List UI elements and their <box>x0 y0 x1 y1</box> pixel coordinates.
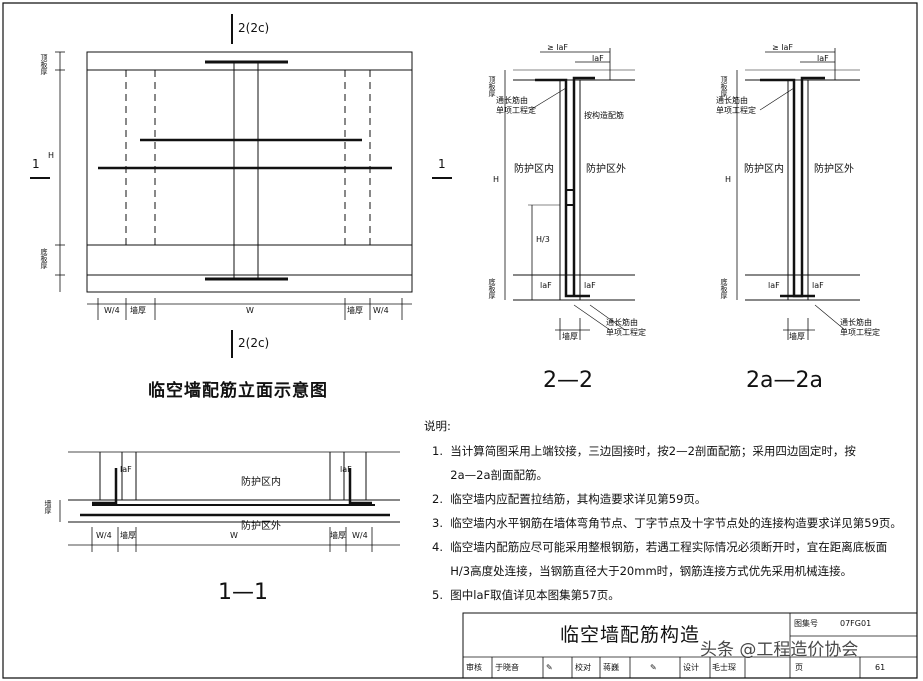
note-line: 3. 临空墙内水平钢筋在墙体弯角节点、丁字节点及十字节点处的连接构造要求详见第5… <box>432 516 902 530</box>
s22-through-bar-note: 通长筋由 单项工程定 <box>496 96 536 116</box>
s22-outside-label: 防护区外 <box>586 164 626 175</box>
elevation-caption: 临空墙配筋立面示意图 <box>148 381 328 401</box>
review-signature: ✎ <box>546 663 553 672</box>
page-label: 页 <box>795 663 803 672</box>
s22-height-label: H <box>493 175 500 184</box>
cut-mark-right: 1 <box>438 157 446 171</box>
plan-lap-left: laF <box>120 465 132 474</box>
note-line: H/3高度处连接，当钢筋直径大于20mm时，钢筋连接方式优先采用机械连接。 <box>432 564 853 578</box>
elev-top-beam-label: 顶板厚 <box>40 54 48 75</box>
s2a-lap-top: ≥ laF <box>772 43 793 52</box>
section-mark-top: 2(2c) <box>238 21 270 35</box>
title-block-frame <box>463 613 917 678</box>
s2a-title: 2a—2a <box>746 368 823 393</box>
s2a-inside-label: 防护区内 <box>744 164 784 175</box>
notes-list: 1. 当计算简图采用上端铰接，三边固接时，按2—2剖面配筋；采用四边固定时，按 … <box>424 443 919 603</box>
plan-dim-w4-left: W/4 <box>96 531 112 540</box>
elev-dim-w4-left: W/4 <box>104 306 120 315</box>
s2a-bottom-note: 通长筋由 单项工程定 <box>840 318 880 338</box>
plan-lap-right: laF <box>340 465 352 474</box>
note-line: 5. 图中laF取值详见本图集第57页。 <box>432 588 620 602</box>
s2a-outside-label: 防护区外 <box>814 164 854 175</box>
atlas-number: 07FG01 <box>840 619 872 628</box>
s22-bottom-note: 通长筋由 单项工程定 <box>606 318 646 338</box>
note-line: 4. 临空墙内配筋应尽可能采用整根钢筋，若遇工程实际情况必须断开时，宜在距离底板… <box>432 540 888 554</box>
review-name: 于晓音 <box>495 663 519 672</box>
s2a-height-label: H <box>725 175 732 184</box>
atlas-number-label: 图集号 <box>794 619 818 628</box>
check-signature: ✎ <box>650 663 657 672</box>
s22-h3-label: H/3 <box>536 235 550 244</box>
s2a-wall-label: 墙厚 <box>789 332 805 341</box>
elev-dim-w: W <box>246 306 254 315</box>
elevation-drawing <box>30 14 452 358</box>
elev-bottom-beam-label: 底板厚 <box>40 248 48 269</box>
s22-top-slab: 顶板厚 <box>488 76 496 97</box>
note-line: 1. 当计算简图采用上端铰接，三边固接时，按2—2剖面配筋；采用四边固定时，按 <box>432 444 856 458</box>
section-2a-2a-drawing <box>737 48 860 340</box>
elev-dim-w4-right: W/4 <box>373 306 389 315</box>
s22-title: 2—2 <box>543 368 593 393</box>
notes-heading: 说明: <box>424 419 451 433</box>
drawing-title: 临空墙配筋构造 <box>560 624 701 646</box>
plan-title: 1—1 <box>218 580 268 605</box>
plan-1-1-drawing <box>60 452 400 552</box>
s22-tie-bar-note: 按构造配筋 <box>584 111 624 120</box>
elev-dim-wall-right: 墙厚 <box>347 306 363 315</box>
cut-mark-left: 1 <box>32 157 40 171</box>
s2a-lap-short: laF <box>817 54 829 63</box>
s22-lap-bottom-left: laF <box>540 281 552 290</box>
elev-height-label: H <box>48 151 55 160</box>
plan-inside-label: 防护区内 <box>241 477 281 488</box>
notes-block: 说明: 1. 当计算简图采用上端铰接，三边固接时，按2—2剖面配筋；采用四边固定… <box>424 418 919 611</box>
design-name: 毛士琛 <box>712 663 736 672</box>
plan-dim-w: W <box>230 531 238 540</box>
s2a-lap-bottom-left: laF <box>768 281 780 290</box>
plan-wall-thickness: 墙厚 <box>44 500 52 514</box>
section-mark-bottom: 2(2c) <box>238 336 270 350</box>
s22-bottom-slab: 底板厚 <box>488 278 496 299</box>
watermark: 头条 @工程造价协会 <box>700 640 859 660</box>
section-2-2-drawing <box>505 48 635 340</box>
elev-dim-wall-left: 墙厚 <box>130 306 146 315</box>
plan-dim-wall-left: 墙厚 <box>120 531 136 540</box>
s2a-lap-bottom-right: laF <box>812 281 824 290</box>
check-name: 蒋巍 <box>603 663 619 672</box>
check-label: 校对 <box>575 663 591 672</box>
plan-dim-w4-right: W/4 <box>352 531 368 540</box>
note-line: 2a—2a剖面配筋。 <box>432 468 549 482</box>
s22-lap-top: ≥ laF <box>547 43 568 52</box>
s22-inside-label: 防护区内 <box>514 164 554 175</box>
design-label: 设计 <box>683 663 699 672</box>
s2a-through-bar-note: 通长筋由 单项工程定 <box>716 96 756 116</box>
plan-outside-label: 防护区外 <box>241 521 281 532</box>
s22-lap-short: laF <box>592 54 604 63</box>
s22-wall-label: 墙厚 <box>562 332 578 341</box>
s22-lap-bottom-right: laF <box>584 281 596 290</box>
s2a-top-slab: 顶板厚 <box>720 76 728 97</box>
page-number: 61 <box>875 663 886 672</box>
s2a-bottom-slab: 底板厚 <box>720 278 728 299</box>
plan-dim-wall-right: 墙厚 <box>330 531 346 540</box>
note-line: 2. 临空墙内应配置拉结筋，其构造要求详见第59页。 <box>432 492 707 506</box>
review-label: 审核 <box>466 663 482 672</box>
